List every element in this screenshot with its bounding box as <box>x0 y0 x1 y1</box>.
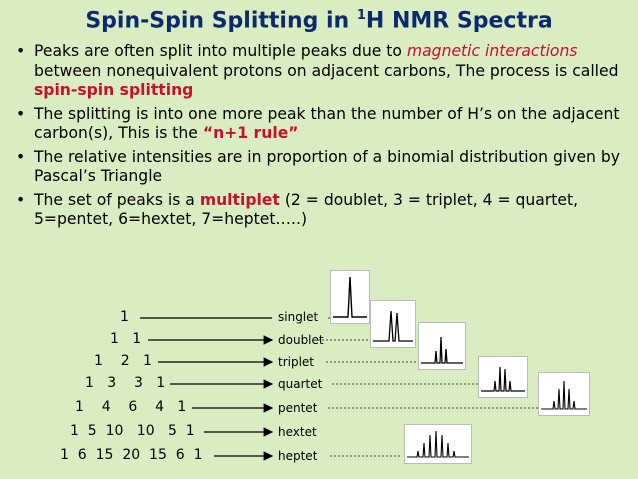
label-heptet: heptet <box>278 449 318 463</box>
title-prefix: Spin-Spin Splitting in <box>85 8 357 34</box>
triplet-spectrum-image <box>418 322 466 370</box>
triangle-row: 1 4 6 4 1 <box>75 399 187 415</box>
triangle-row: 1 6 15 20 15 6 1 <box>60 447 203 463</box>
bullet-dot: • <box>16 147 26 166</box>
label-singlet: singlet <box>278 310 319 324</box>
quartet-spectrum-image <box>478 356 528 398</box>
slide-title: Spin-Spin Splitting in 1H NMR Spectra <box>0 8 638 33</box>
title-superscript: 1 <box>356 8 366 23</box>
triangle-row: 1 1 <box>110 331 142 347</box>
bullet-2: •The splitting is into one more peak tha… <box>16 104 620 143</box>
title-suffix: H NMR Spectra <box>365 8 553 34</box>
bullet-dot: • <box>16 42 26 60</box>
pentet-spectrum-image <box>538 372 590 416</box>
triangle-row: 1 <box>120 309 129 325</box>
triangle-row: 1 5 10 10 5 1 <box>70 423 195 439</box>
doublet-spectrum-image <box>370 300 416 348</box>
label-triplet: triplet <box>278 355 315 369</box>
singlet-spectrum-image <box>330 270 370 324</box>
bullet-1: •Peaks are often split into multiple pea… <box>16 42 619 99</box>
bullet-4: •The set of peaks is a multiplet (2 = do… <box>16 190 579 229</box>
label-quartet: quartet <box>278 377 323 391</box>
triangle-row: 1 3 3 1 <box>85 375 166 391</box>
label-doublet: doublet <box>278 333 324 347</box>
bullet-dot: • <box>16 104 26 123</box>
label-hextet: hextet <box>278 425 317 439</box>
bullet-dot: • <box>16 190 26 209</box>
triangle-row: 1 2 1 <box>94 353 152 369</box>
bullet-3: •The relative intensities are in proport… <box>16 147 621 186</box>
bullet-list: •Peaks are often split into multiple pea… <box>16 42 628 234</box>
heptet-spectrum-image <box>404 424 472 464</box>
label-pentet: pentet <box>278 401 318 415</box>
